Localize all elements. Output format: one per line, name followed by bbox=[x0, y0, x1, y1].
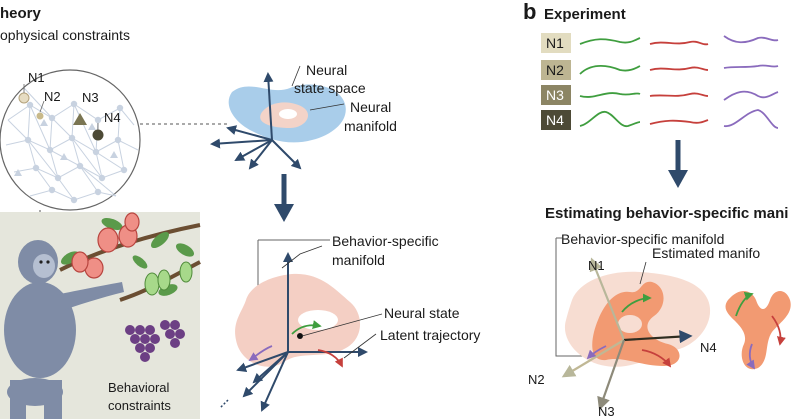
behavior-manifold-label-line1: Behavior-specific bbox=[332, 233, 439, 249]
trace-n2-red bbox=[649, 66, 709, 71]
trace-n3-green bbox=[579, 92, 641, 98]
behavior-manifold-label-line2: manifold bbox=[332, 252, 385, 268]
neuron-chip-n4: N4 bbox=[541, 110, 571, 130]
chip-label-n2: N2 bbox=[546, 62, 564, 78]
axis-label-n4: N4 bbox=[700, 340, 717, 355]
axis-label-n3: N3 bbox=[598, 404, 615, 419]
estimated-manifold-illustration: Behavior-specific manifold Estimated man… bbox=[528, 231, 791, 419]
axis-label-n1: N1 bbox=[588, 258, 605, 273]
neuron-chip-n1: N1 bbox=[541, 33, 571, 53]
process-arrow-a bbox=[274, 174, 294, 222]
estimated-manifold-label: Estimated manifo bbox=[652, 245, 760, 261]
panel-a-title: heory bbox=[0, 5, 42, 22]
neuron-n1-marker bbox=[18, 84, 30, 104]
neural-manifold-line1: Neural bbox=[350, 99, 391, 115]
neuron-n2-marker bbox=[36, 100, 45, 120]
estimating-title: Estimating behavior-specific mani bbox=[545, 205, 788, 222]
neuron-chip-n2: N2 bbox=[541, 60, 571, 80]
chip-label-n4: N4 bbox=[546, 112, 564, 128]
chip-label-n3: N3 bbox=[546, 87, 564, 103]
chip-label-n1: N1 bbox=[546, 35, 564, 51]
trace-n4-green bbox=[579, 111, 641, 127]
neural-state-space-line1: Neural bbox=[306, 62, 347, 78]
latent-trajectory-label: Latent trajectory bbox=[380, 327, 480, 343]
behavioral-constraints-line2: constraints bbox=[108, 398, 171, 413]
neural-state-space-illustration: Neural state space Neural manifold bbox=[210, 62, 397, 170]
behavior-manifold-illustration: Behavior-specific manifold Neural state … bbox=[219, 233, 480, 412]
neural-state-label: Neural state bbox=[384, 305, 460, 321]
trace-n4-red bbox=[649, 119, 709, 125]
panel-b-title: Experiment bbox=[544, 6, 626, 23]
recorded-traces bbox=[579, 35, 779, 129]
neural-network-circle: N1 N2 N3 N4 bbox=[0, 69, 141, 211]
network-label-n3: N3 bbox=[82, 90, 99, 105]
panel-a-subtitle: ophysical constraints bbox=[0, 27, 130, 43]
neuron-n4-marker bbox=[92, 123, 104, 141]
trace-n2-purple bbox=[723, 64, 779, 69]
neuron-n3-marker bbox=[73, 113, 87, 125]
behavioral-scene-illustration: Behavioral constraints bbox=[0, 212, 201, 419]
trace-n3-red bbox=[649, 92, 709, 97]
process-arrow-b bbox=[668, 140, 688, 188]
trace-n2-green bbox=[579, 65, 641, 75]
network-label-n4: N4 bbox=[104, 110, 121, 125]
neuron-chip-n3: N3 bbox=[541, 85, 571, 105]
neural-manifold-line2: manifold bbox=[344, 118, 397, 134]
trace-n1-green bbox=[579, 37, 641, 45]
trace-n1-purple bbox=[723, 35, 779, 44]
axis-label-n2: N2 bbox=[528, 372, 545, 387]
network-label-n1: N1 bbox=[28, 70, 45, 85]
trace-n1-red bbox=[649, 40, 709, 46]
panel-b-letter: b bbox=[523, 0, 536, 24]
trace-n4-purple bbox=[723, 109, 779, 129]
behavior-manifold-b-label: Behavior-specific manifold bbox=[561, 231, 724, 247]
trace-n3-purple bbox=[723, 90, 779, 101]
network-label-n2: N2 bbox=[44, 89, 61, 104]
neural-state-space-line2: state space bbox=[294, 80, 366, 96]
behavioral-constraints-line1: Behavioral bbox=[108, 380, 170, 395]
